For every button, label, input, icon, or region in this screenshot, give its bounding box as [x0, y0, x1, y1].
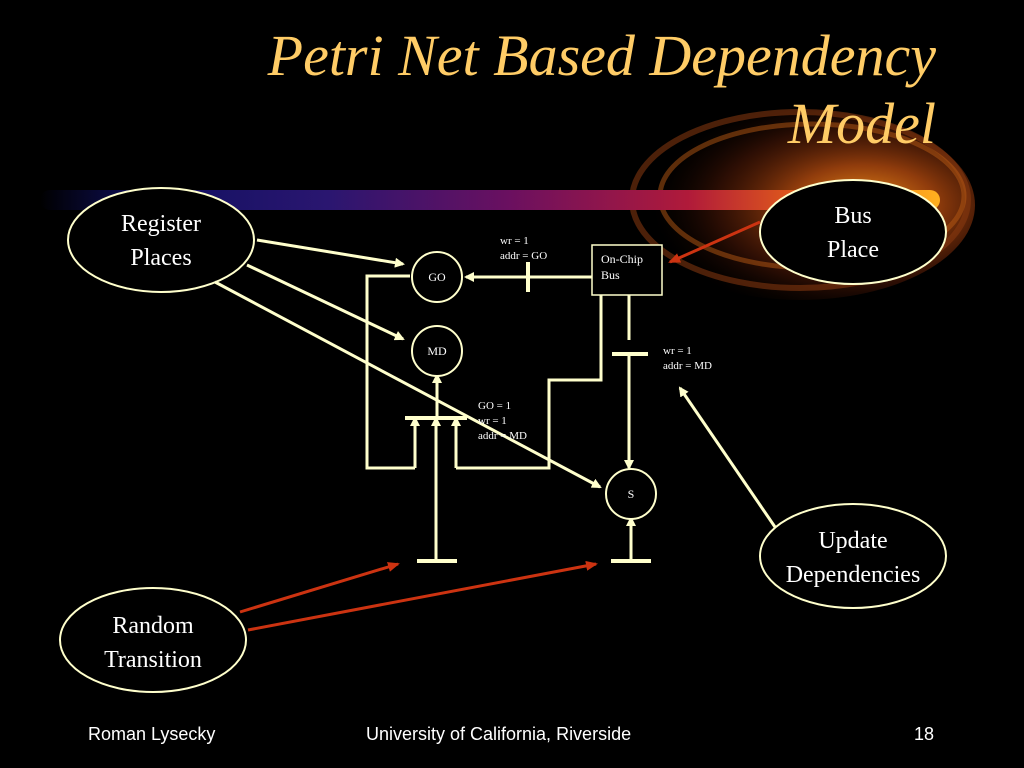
update-dependencies-line2: Dependencies [786, 562, 921, 588]
place-md: MD [411, 325, 463, 377]
footer-page-number: 18 [914, 724, 935, 744]
label-go-line2: addr = GO [500, 250, 547, 262]
place-md-label: MD [427, 344, 447, 358]
bus-place-line2: Place [827, 237, 879, 263]
label-s-line3: addr = MD [478, 430, 527, 442]
on-chip-bus-box: On-Chip Bus [591, 244, 663, 296]
label-s-transition: GO = 1 wr = 1 addr = MD [478, 400, 527, 442]
random-transition-callout: Random Transition [59, 587, 247, 693]
go-feedback-edge [365, 274, 415, 470]
register-places-callout: Register Places [67, 187, 255, 293]
bus-box-line1: On-Chip [601, 252, 643, 266]
place-go-label: GO [428, 270, 446, 284]
bus-box-line2: Bus [601, 268, 620, 282]
slide-title: Petri Net Based Dependency Model [136, 22, 936, 158]
bus-place-callout: Bus Place [759, 179, 947, 285]
random-transition-arrow-left [239, 562, 400, 614]
bus-feedback-edge [456, 295, 603, 470]
register-pointer-arrows [214, 238, 602, 489]
place-s-label: S [628, 487, 635, 501]
register-to-s-arrow [214, 280, 602, 489]
bus-place-arrow [668, 220, 761, 264]
update-dependencies-arrow [678, 386, 777, 528]
label-md-line1: wr = 1 [663, 345, 692, 357]
label-md-line2: addr = MD [663, 360, 712, 372]
slide-title-line1: Petri Net Based Dependency [267, 23, 936, 88]
red-pointer-arrows [239, 220, 761, 632]
register-to-go-arrow [256, 238, 405, 268]
register-places-line1: Register [121, 211, 201, 237]
bus-place-line1: Bus [834, 203, 871, 229]
label-s-line1: GO = 1 [478, 400, 511, 412]
footer-author: Roman Lysecky [88, 724, 216, 744]
register-to-md-arrow [246, 263, 405, 341]
update-dependencies-line1: Update [818, 528, 887, 554]
slide-title-line2: Model [787, 91, 936, 156]
footer-institution: University of California, Riverside [366, 724, 632, 744]
place-s: S [605, 468, 657, 520]
update-dependencies-callout: Update Dependencies [759, 503, 947, 609]
label-go-transition: wr = 1 addr = GO [500, 235, 547, 262]
random-transition-line1: Random [112, 613, 194, 639]
transition-bars [405, 262, 651, 563]
random-transition-line2: Transition [104, 647, 202, 673]
random-transition-arrow-right [247, 560, 598, 632]
register-places-line2: Places [130, 245, 191, 271]
label-s-line2: wr = 1 [478, 415, 507, 427]
label-md-transition: wr = 1 addr = MD [663, 345, 712, 372]
place-go: GO [411, 251, 463, 303]
label-go-line1: wr = 1 [500, 235, 529, 247]
